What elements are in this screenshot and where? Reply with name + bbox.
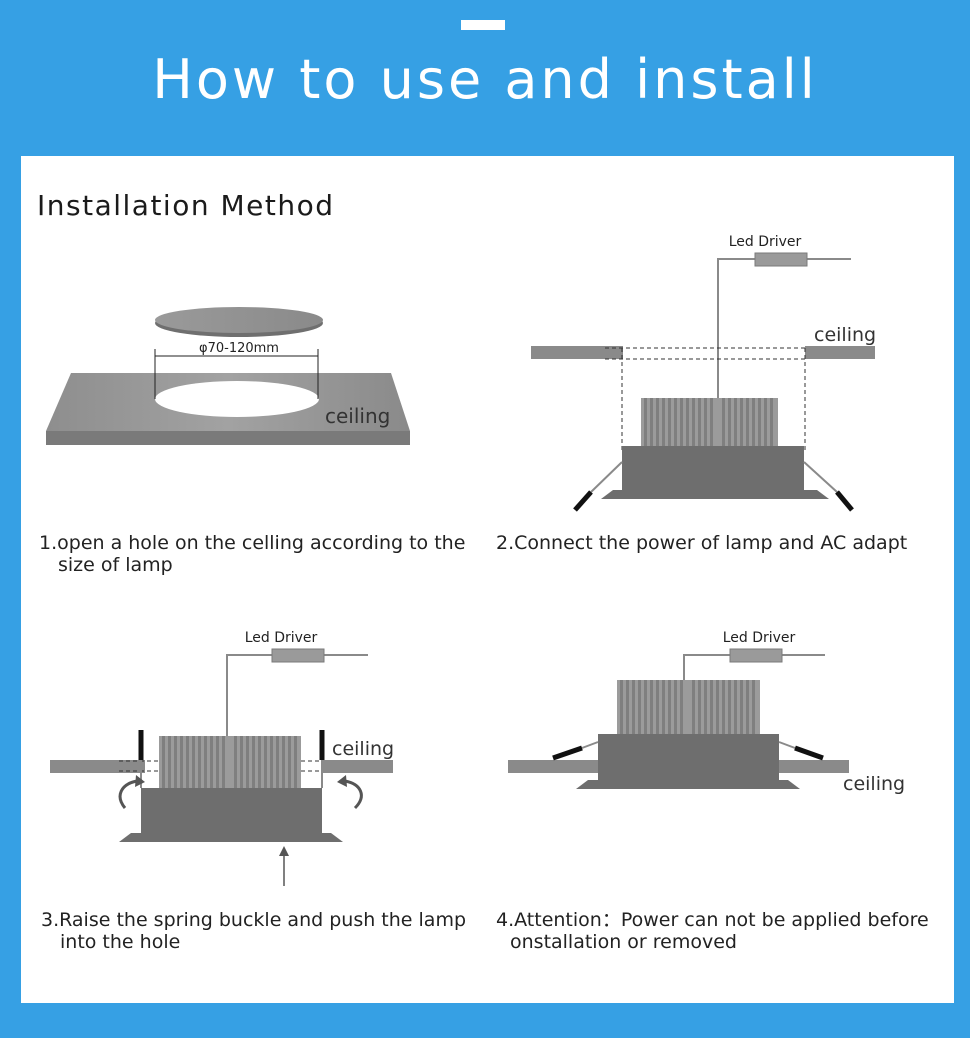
ceiling-right — [805, 346, 875, 359]
lamp-body — [622, 446, 804, 490]
ceiling-label: ceiling — [325, 404, 390, 428]
lamp-body — [598, 734, 779, 780]
led-driver-box — [754, 252, 808, 267]
lamp-trim — [601, 490, 829, 499]
led-driver-label: Led Driver — [723, 630, 796, 646]
step2-caption-line1: 2.Connect the power of lamp and AC adapt — [496, 532, 908, 554]
lamp-trim — [119, 833, 343, 842]
lamp-heatsink — [617, 680, 760, 736]
step2-diagram: Led Driver ceiling — [531, 234, 876, 512]
hole-size-label: φ70-120mm — [199, 341, 279, 356]
header-accent-bar — [461, 20, 505, 30]
step3-caption-line2: into the hole — [60, 931, 181, 953]
ceiling-hole — [155, 381, 319, 417]
left-rotate-arrow — [118, 779, 138, 809]
instruction-panel: Installation Method φ70-120mm ceiling — [21, 156, 954, 1003]
lamp-body — [141, 788, 322, 834]
led-driver-label: Led Driver — [729, 234, 802, 250]
right-rotate-arrow — [344, 779, 363, 810]
step4-diagram: Led Driver ceiling — [508, 630, 905, 795]
step4-caption-line2: onstallation or removed — [510, 931, 737, 953]
step4-caption-line1: 4.Attention：Power can not be applied bef… — [496, 909, 929, 931]
step3-caption-line1: 3.Raise the spring buckle and push the l… — [41, 909, 467, 931]
lamp-heatsink — [641, 398, 778, 448]
step4-caption: 4.Attention：Power can not be applied bef… — [496, 909, 929, 953]
led-driver-label: Led Driver — [245, 630, 318, 646]
step2-caption: 2.Connect the power of lamp and AC adapt — [496, 532, 907, 554]
ceiling-label: ceiling — [814, 324, 876, 346]
ceiling-right — [323, 760, 393, 773]
ceiling-label: ceiling — [332, 738, 394, 760]
step3-diagram: Led Driver ceiling — [50, 630, 394, 886]
step1-caption: 1.open a hole on the celling according t… — [39, 532, 465, 576]
lamp-heatsink — [159, 736, 301, 790]
ceiling-board-edge — [46, 431, 410, 445]
page-title: How to use and install — [152, 48, 818, 111]
ceiling-right — [779, 760, 849, 773]
led-driver-box — [729, 648, 783, 663]
step1-caption-line2: size of lamp — [58, 554, 173, 576]
ceiling-left — [50, 760, 145, 773]
section-title: Installation Method — [37, 189, 335, 222]
lamp-trim — [576, 780, 800, 789]
ceiling-left — [508, 760, 600, 773]
ceiling-left — [531, 346, 623, 359]
step3-caption: 3.Raise the spring buckle and push the l… — [41, 909, 466, 953]
ceiling-label: ceiling — [843, 773, 905, 795]
step1-diagram: φ70-120mm ceiling — [46, 307, 410, 445]
step1-caption-line1: 1.open a hole on the celling according t… — [39, 532, 466, 554]
led-driver-box — [271, 648, 325, 663]
